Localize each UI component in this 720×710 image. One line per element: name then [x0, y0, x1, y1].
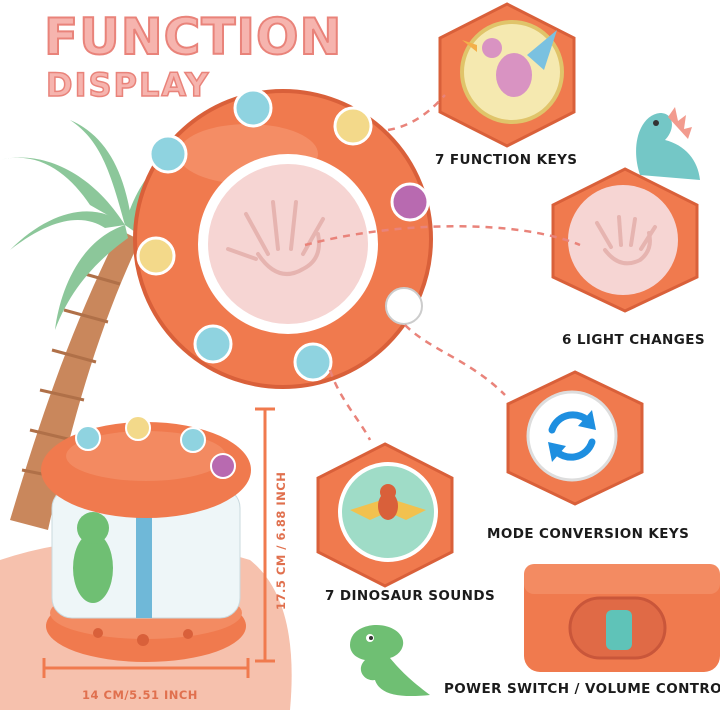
label-function-keys: 7 FUNCTION KEYS — [435, 152, 578, 168]
palm-trunk — [10, 230, 140, 530]
label-power-switch: POWER SWITCH / VOLUME CONTROL — [444, 681, 720, 697]
callout-mode-key — [506, 370, 644, 506]
label-dinosaur-sounds: 7 DINOSAUR SOUNDS — [325, 588, 496, 604]
function-buttons — [136, 88, 430, 382]
power-switch-knob — [606, 610, 632, 650]
hand-print-icon — [226, 200, 325, 276]
width-marker — [42, 658, 250, 678]
blue-dino-illustration — [636, 107, 700, 180]
label-light-changes: 6 LIGHT CHANGES — [562, 332, 705, 348]
heading-display: DISPLAY — [45, 65, 211, 105]
heading-function: FUNCTION — [43, 7, 343, 67]
bird-dino-icon — [462, 30, 557, 97]
label-mode-conversion: MODE CONVERSION KEYS — [487, 526, 690, 542]
callout-power-switch — [524, 564, 720, 672]
hand-print-small-icon — [595, 215, 657, 266]
toy-full-view — [41, 415, 251, 662]
toy-top-dome — [133, 88, 433, 389]
width-dimension: 14 CM/5.51 INCH — [82, 688, 198, 702]
height-marker — [255, 407, 275, 663]
callout-dino-sound — [316, 442, 454, 588]
pterodactyl-icon — [350, 484, 426, 520]
callout-light-pad — [551, 167, 699, 313]
callout-function-key — [438, 2, 576, 148]
green-dino-illustration — [350, 625, 430, 697]
